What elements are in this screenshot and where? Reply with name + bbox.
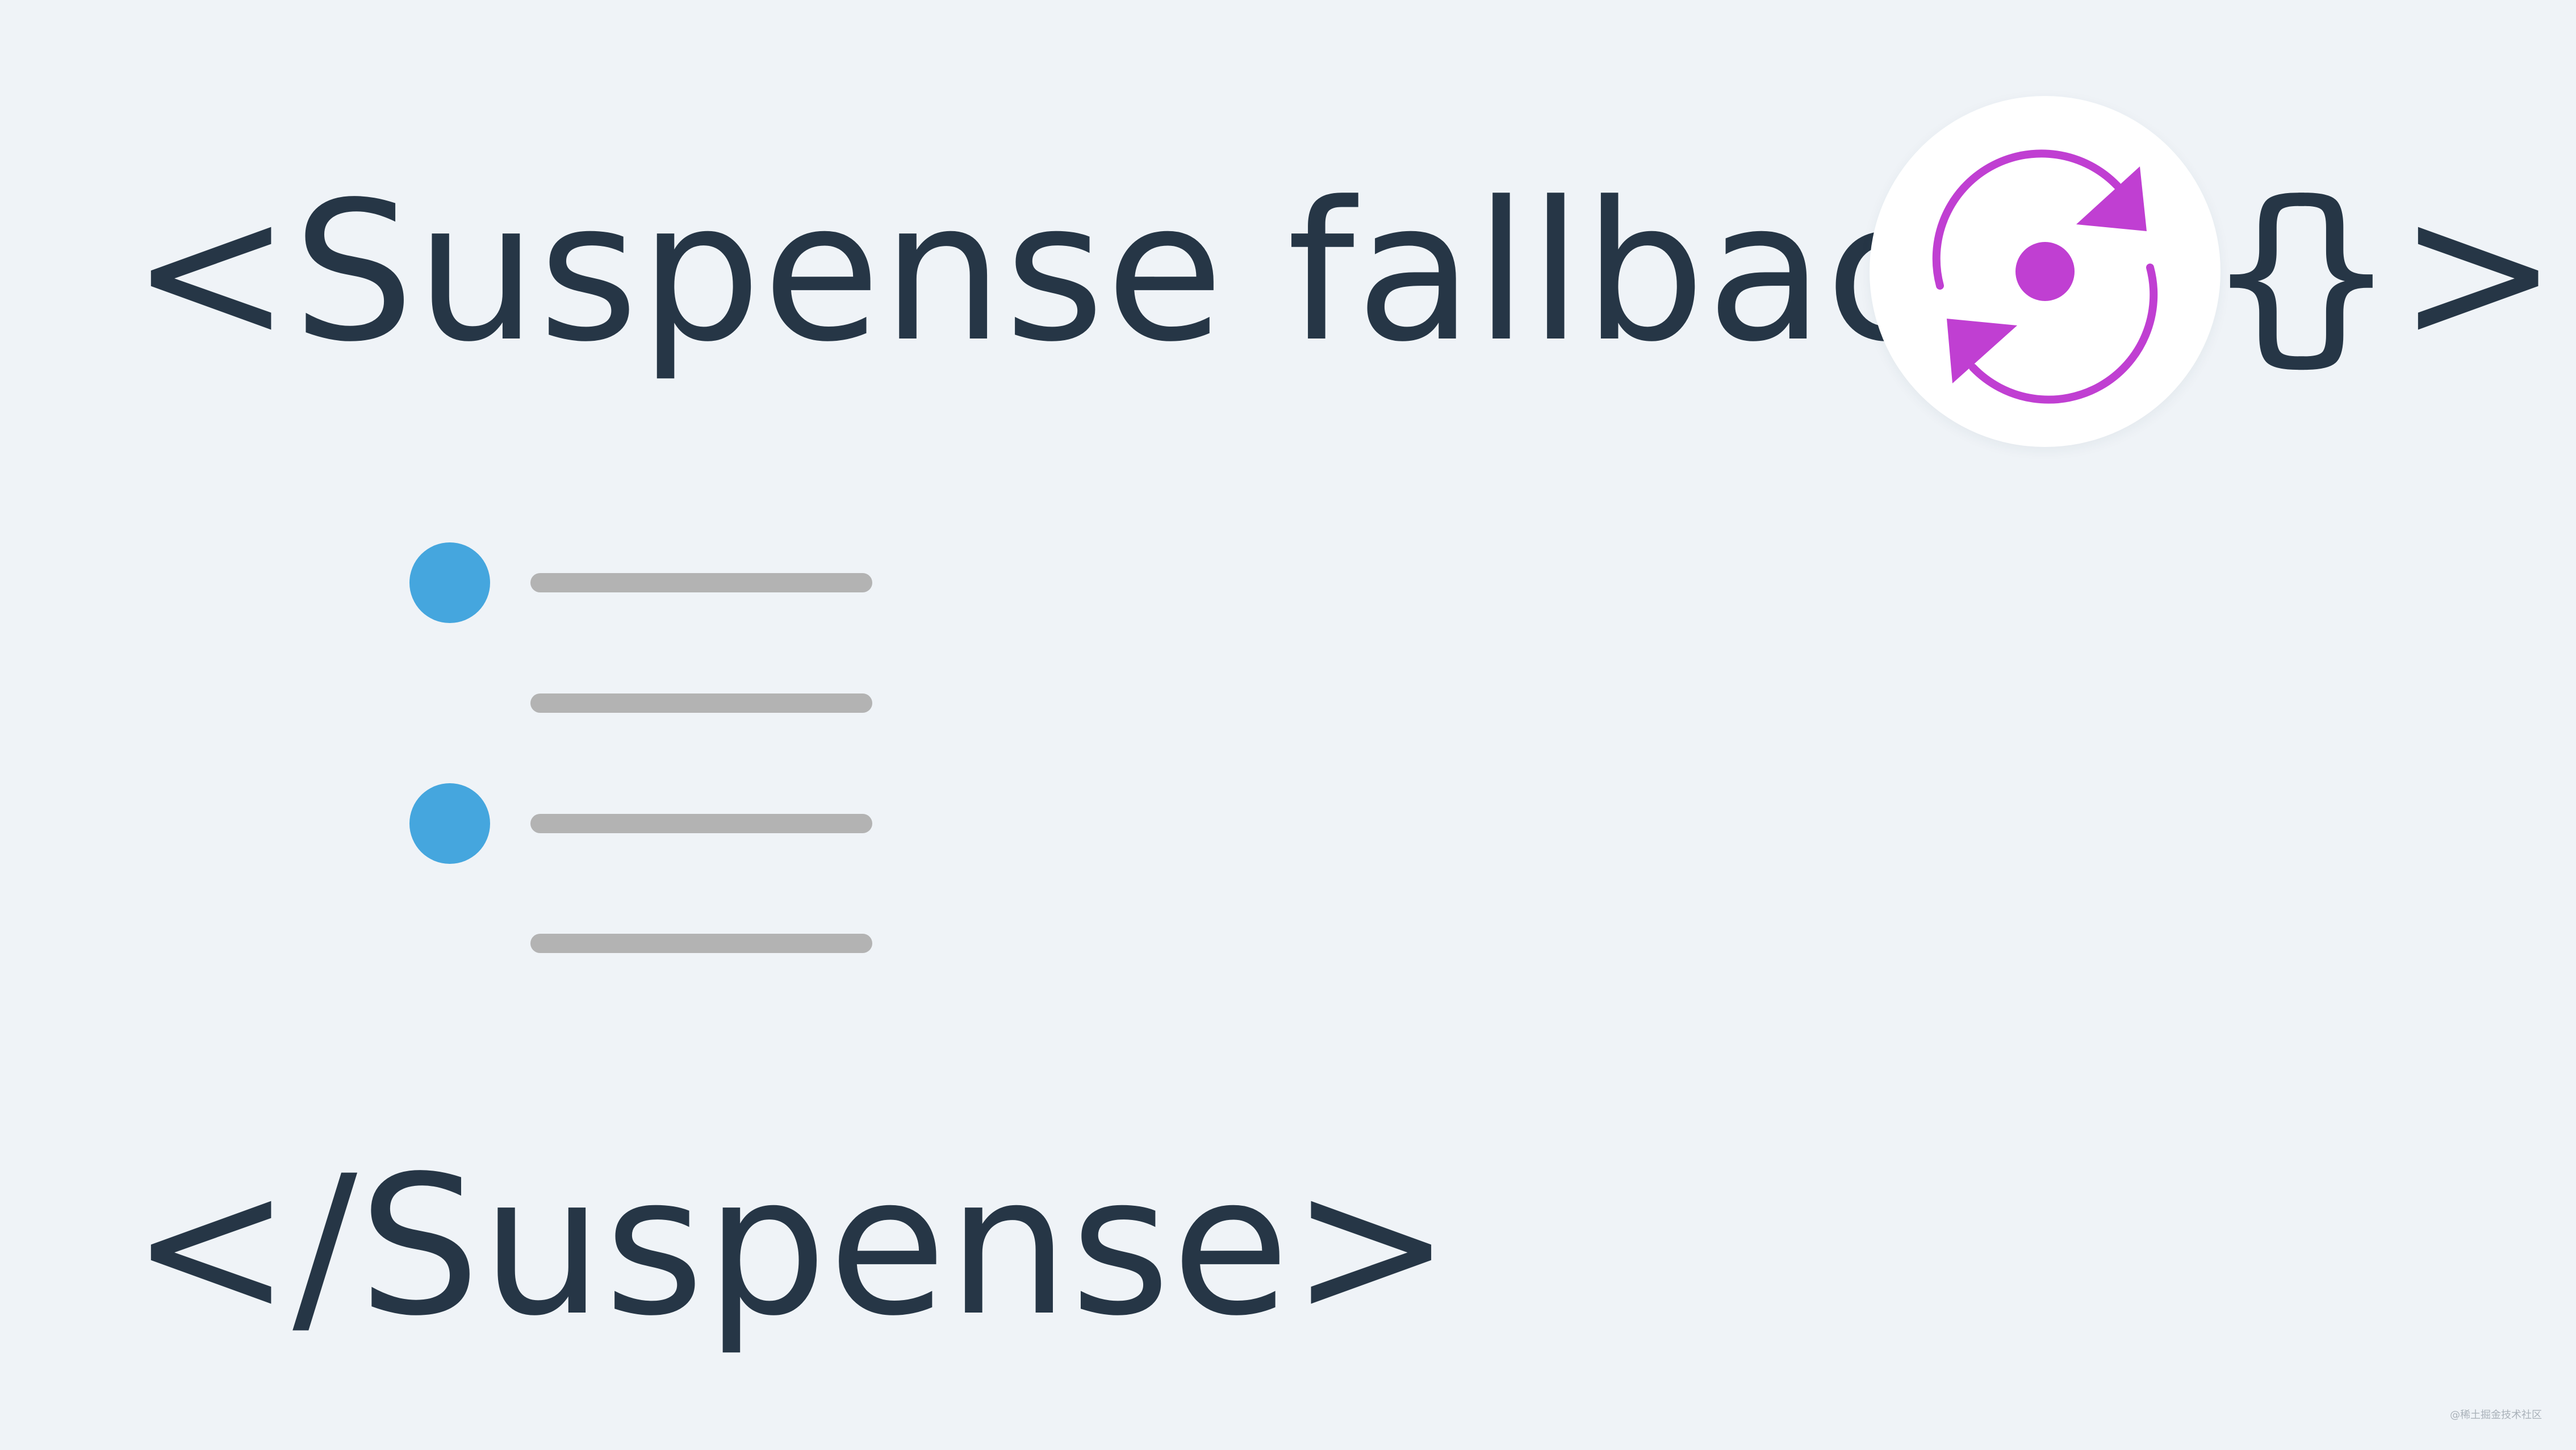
code-close-tag: </Suspense>	[131, 1134, 1453, 1358]
list-bar	[530, 693, 872, 713]
watermark: @稀土掘金技术社区	[2450, 1409, 2542, 1421]
list-bar	[530, 814, 872, 833]
list-bar	[530, 934, 872, 953]
list-bullet	[409, 783, 490, 864]
list-bar	[530, 573, 872, 592]
code-open-tag-end: }>	[2274, 160, 2560, 384]
sync-refresh-icon	[1932, 149, 2158, 404]
loader-badge	[1870, 96, 2220, 447]
list-bullet	[409, 542, 490, 623]
